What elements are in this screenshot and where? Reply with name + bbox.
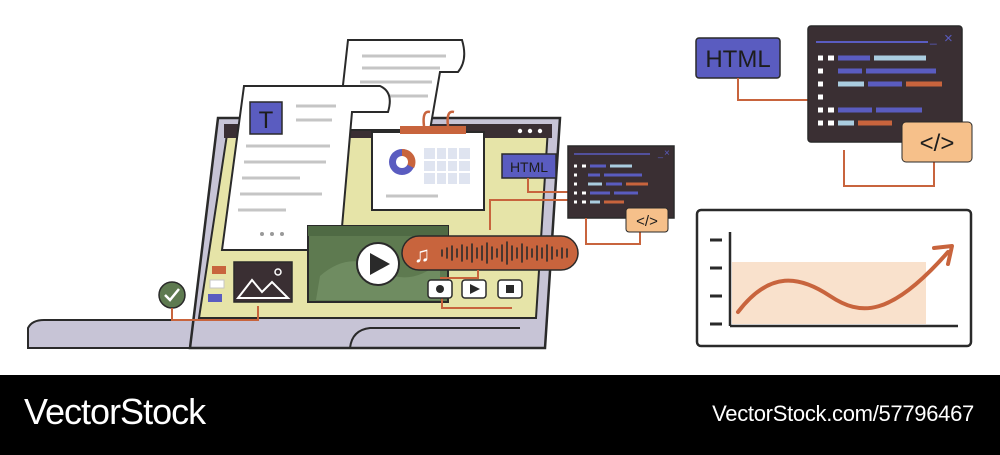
text-editor-glyph: T <box>259 107 274 134</box>
footer-bar: VectorStock VectorStock.com/57796467 <box>0 375 1000 455</box>
audio-waveform: ♫ <box>401 235 579 271</box>
large-code-tag: </> <box>901 121 973 163</box>
small-code-panel: _ × <box>567 145 675 219</box>
code-token <box>588 173 600 177</box>
code-token <box>582 164 586 168</box>
code-bullet <box>818 68 823 74</box>
code-token <box>604 173 642 177</box>
svg-text:HTML: HTML <box>510 159 548 175</box>
code-token <box>838 120 854 126</box>
code-token <box>906 81 942 87</box>
code-token <box>838 68 862 74</box>
growth-chart-card <box>695 208 973 348</box>
code-bullet <box>818 55 823 61</box>
svg-text:HTML: HTML <box>705 46 770 73</box>
code-token <box>874 55 926 61</box>
svg-text:</>: </> <box>920 130 955 157</box>
small-code-tag: </> <box>625 207 669 233</box>
code-token <box>828 107 834 113</box>
large-code-panel: _ × <box>807 25 963 143</box>
minimize-icon[interactable]: _ <box>929 31 937 45</box>
svg-text:</>: </> <box>636 213 658 230</box>
code-bullet <box>818 94 823 100</box>
play-small-icon[interactable] <box>461 279 487 299</box>
code-bullet <box>818 107 823 113</box>
pie-chart-icon <box>389 148 416 175</box>
code-token <box>838 107 872 113</box>
code-token <box>582 200 586 204</box>
waveform-bars <box>441 241 568 265</box>
image-credit: VectorStock.com/57796467 <box>712 401 974 426</box>
code-bullet <box>818 81 823 87</box>
code-token <box>606 182 622 186</box>
code-token <box>590 191 610 195</box>
code-token <box>588 182 602 186</box>
small-html-tag: HTML <box>501 153 557 179</box>
code-bullet <box>574 182 577 186</box>
text-editor-icon <box>249 101 283 135</box>
code-token <box>838 81 864 87</box>
code-token <box>614 191 638 195</box>
brand-logo: VectorStock <box>24 391 206 432</box>
code-token <box>828 120 834 126</box>
dashboard-card <box>371 110 485 211</box>
code-token <box>604 200 624 204</box>
large-html-tag: HTML <box>695 37 781 79</box>
code-token <box>610 164 632 168</box>
music-note-icon: ♫ <box>414 242 431 267</box>
code-token <box>876 107 922 113</box>
check-icon <box>158 281 186 309</box>
code-bullet <box>574 191 577 195</box>
close-icon[interactable]: × <box>664 148 670 159</box>
minimize-icon[interactable]: _ <box>657 148 664 158</box>
code-bullet <box>574 164 577 168</box>
text-document: T <box>220 85 391 251</box>
code-token <box>868 81 902 87</box>
code-token <box>858 120 892 126</box>
code-token <box>590 200 600 204</box>
code-bullet <box>574 173 577 177</box>
code-token <box>626 182 648 186</box>
illustration: T <box>27 25 973 350</box>
stop-icon[interactable] <box>497 279 523 299</box>
code-token <box>828 55 834 61</box>
code-token <box>838 55 870 61</box>
code-token <box>866 68 936 74</box>
code-token <box>582 191 586 195</box>
close-icon[interactable]: × <box>944 30 953 47</box>
growth-line <box>736 250 950 314</box>
image-icon <box>233 261 293 303</box>
code-token <box>590 164 606 168</box>
play-icon[interactable] <box>356 242 400 286</box>
code-bullet <box>818 120 823 126</box>
record-icon[interactable] <box>427 279 453 299</box>
code-bullet <box>574 200 577 204</box>
